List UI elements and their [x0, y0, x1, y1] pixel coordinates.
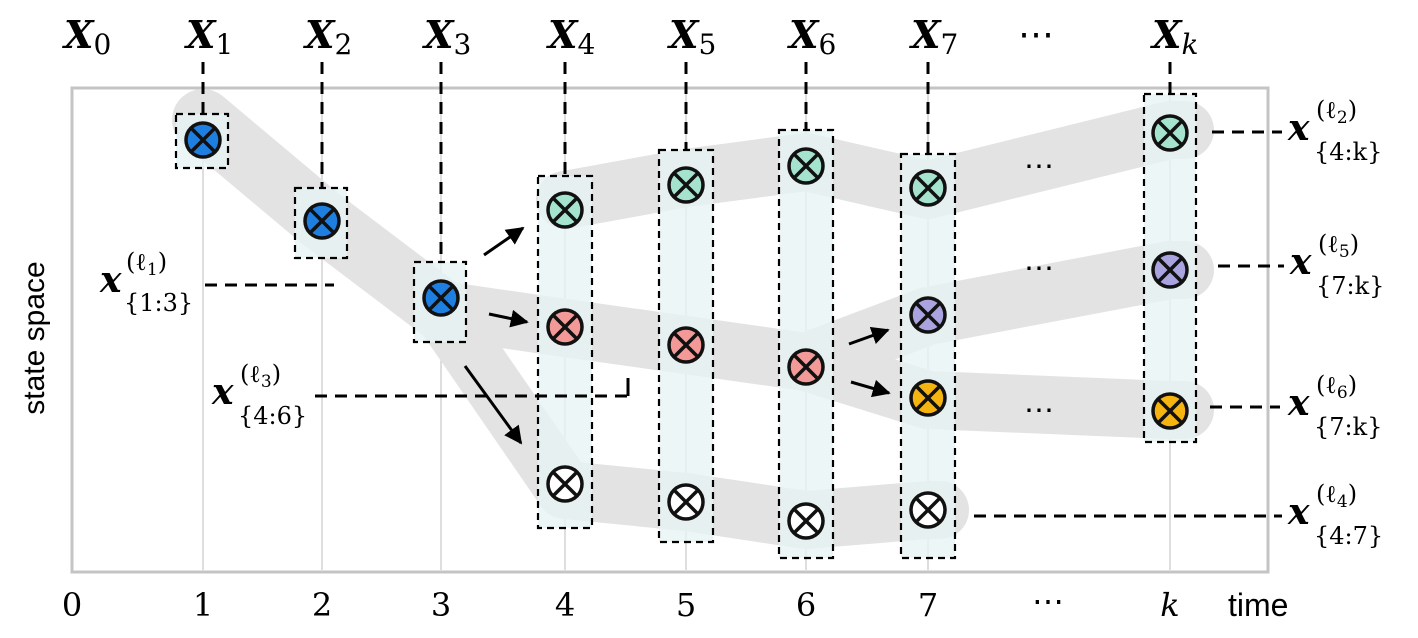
node-t7-purple	[909, 296, 947, 334]
arrows	[463, 226, 891, 445]
svg-text:{7:k}: {7:k}	[1316, 272, 1384, 300]
node-t5-mid	[667, 326, 705, 364]
tick-1: 1	[193, 586, 213, 624]
svg-text:x: x	[211, 371, 234, 413]
label-X3: X3	[422, 12, 471, 61]
frame-t7	[899, 152, 957, 560]
node-t4-mid	[546, 308, 584, 346]
track-label-l4: x (ℓ4) {4:7}	[1287, 480, 1383, 550]
label-X5: X5	[667, 12, 716, 61]
measurement-frames	[174, 92, 1198, 560]
top-labels: X0 X1 X2 X3 X4 X5 X6 X7 ⋯ Xk	[62, 12, 1198, 61]
svg-text:{7:k}: {7:k}	[1314, 413, 1382, 441]
node-t7-bot	[909, 491, 947, 529]
svg-text:(ℓ5): (ℓ5)	[1318, 230, 1359, 262]
svg-text:(ℓ4): (ℓ4)	[1316, 480, 1357, 512]
node-t5-bot	[667, 483, 705, 521]
node-t4-bot	[546, 465, 584, 503]
svg-text:(ℓ6): (ℓ6)	[1316, 371, 1357, 403]
svg-text:{4:7}: {4:7}	[1314, 522, 1383, 550]
svg-text:{4:6}: {4:6}	[238, 402, 307, 430]
ellipsis-top: ⋯	[1024, 149, 1054, 184]
nodes	[184, 114, 1189, 540]
tick-k: k	[1160, 586, 1179, 624]
svg-text:{4:k}: {4:k}	[1314, 138, 1382, 166]
label-X0: X0	[62, 12, 111, 61]
arrow-t6-yellow	[850, 379, 891, 398]
label-X7: X7	[909, 12, 958, 61]
x-axis-label: time	[1228, 587, 1288, 623]
node-t2	[303, 202, 341, 240]
svg-text:(ℓ2): (ℓ2)	[1316, 96, 1357, 128]
track-label-l6: x (ℓ6) {7:k}	[1287, 371, 1382, 441]
label-X6: X6	[787, 12, 836, 61]
track-l3	[412, 281, 835, 391]
svg-text:x: x	[99, 259, 122, 301]
arrow-t6-purple	[848, 327, 890, 346]
frame-t6	[777, 128, 835, 560]
svg-text:(ℓ3): (ℓ3)	[240, 360, 281, 392]
node-t5-top	[667, 166, 705, 204]
label-Xk: Xk	[1150, 12, 1198, 61]
node-t1	[184, 121, 222, 159]
svg-text:x: x	[1289, 241, 1312, 283]
svg-text:x: x	[1287, 491, 1310, 533]
node-t6-top	[787, 147, 825, 185]
svg-text:x: x	[1287, 382, 1310, 424]
node-t7-yellow	[909, 379, 947, 417]
arrow-t3-bot	[463, 365, 523, 445]
node-tk-purple	[1151, 251, 1189, 289]
label-X4: X4	[546, 12, 595, 61]
arrow-t3-mid	[488, 309, 529, 328]
ellipsis-mid: ⋯	[1024, 251, 1054, 286]
tick-5: 5	[676, 586, 696, 624]
y-axis-label: state space	[18, 261, 51, 414]
node-t3	[422, 279, 460, 317]
track-label-l1: x (ℓ1) {1:3}	[99, 248, 193, 317]
tick-0: 0	[62, 586, 82, 624]
top-connectors	[201, 62, 1172, 262]
track-label-connectors	[205, 130, 1284, 518]
node-t6-mid	[787, 348, 825, 386]
tick-6: 6	[796, 586, 816, 624]
track-label-l5: x (ℓ5) {7:k}	[1289, 230, 1384, 300]
label-top-dots: ⋯	[1018, 14, 1054, 55]
tick-2: 2	[312, 586, 332, 624]
svg-text:(ℓ1): (ℓ1)	[126, 248, 167, 280]
node-tk-top	[1151, 114, 1189, 152]
x-axis-ticks: 0 1 2 3 4 5 6 7 ⋯ k time	[62, 582, 1289, 624]
node-tk-yellow	[1151, 392, 1189, 430]
tick-dots: ⋯	[1032, 582, 1064, 620]
svg-text:x: x	[1287, 107, 1310, 149]
track-label-l2: x (ℓ2) {4:k}	[1287, 96, 1382, 166]
tick-4: 4	[555, 586, 575, 624]
label-X2: X2	[303, 12, 352, 61]
arrow-t3-top	[483, 226, 525, 257]
track-labels: x (ℓ1) {1:3} x (ℓ3) {4:6} x (ℓ2) {4:k} x…	[99, 96, 1384, 550]
plot-ellipses: ⋯ ⋯ ⋯	[1024, 149, 1054, 428]
ellipsis-low: ⋯	[1024, 393, 1054, 428]
label-X1: X1	[184, 12, 233, 61]
track-label-l3: x (ℓ3) {4:6}	[211, 360, 307, 430]
svg-text:{1:3}: {1:3}	[124, 289, 193, 317]
tick-7: 7	[918, 586, 938, 624]
tick-3: 3	[431, 586, 451, 624]
node-t7-top	[909, 169, 947, 207]
node-t4-top	[546, 191, 584, 229]
node-t6-bot	[787, 502, 825, 540]
